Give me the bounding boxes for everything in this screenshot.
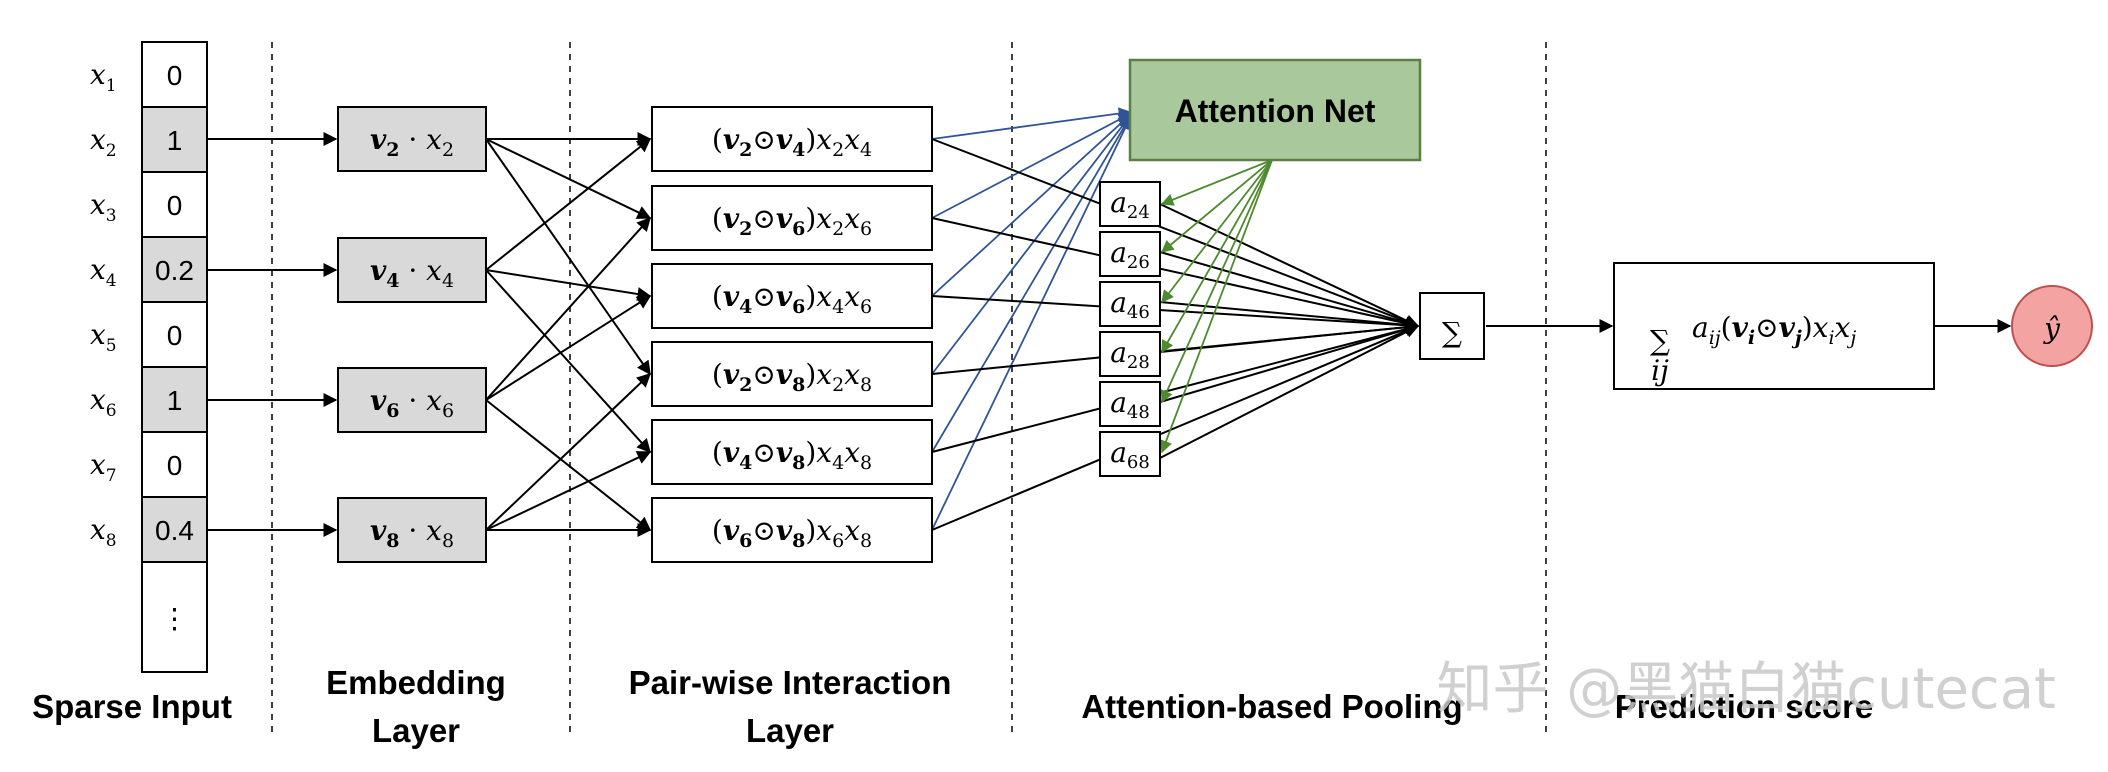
interaction-expression: (v2⊙v4)x2x4 xyxy=(712,123,872,161)
interaction-layer: (v2⊙v4)x2x4 (v2⊙v6)x2x6 (v4⊙v6)x4x6 (v2⊙v8)… xyxy=(651,106,933,563)
section-dividers xyxy=(271,42,1547,738)
input-value: 0 xyxy=(167,190,183,221)
interaction-to-attention-edges xyxy=(931,107,1132,531)
attention-net: Attention Net xyxy=(1128,58,1422,162)
label-interaction-line2: Layer xyxy=(746,712,834,749)
sum-symbol: ∑ xyxy=(1442,316,1462,349)
interaction-expression: (v2⊙v8)x2x8 xyxy=(712,358,872,396)
input-value: 1 xyxy=(167,125,183,156)
input-ellipsis: ⋮ xyxy=(161,602,189,635)
input-value: 0 xyxy=(167,320,183,351)
input-row: 0.4 x8 xyxy=(90,496,208,563)
embedding-expression: v4 · x4 xyxy=(370,254,454,292)
input-row: 0 x3 xyxy=(90,171,208,238)
interaction-box: (v2⊙v6)x2x6 xyxy=(651,185,933,251)
input-variable-label: x5 xyxy=(90,318,117,356)
attention-to-weight-edges xyxy=(1160,159,1273,454)
input-cell xyxy=(141,41,208,108)
input-cell xyxy=(141,106,208,173)
label-pooling: Attention-based Pooling xyxy=(1081,688,1462,725)
attention-weight-box: a28 xyxy=(1099,331,1161,377)
input-row: 0 x5 xyxy=(90,301,208,368)
prediction-formula: ∑ ij aij(vi⊙vj)xixj xyxy=(1613,262,1935,390)
attention-weight-label: a48 xyxy=(1110,386,1150,423)
output-node: ŷ xyxy=(2011,285,2093,367)
embedding-box: v6 · x6 xyxy=(337,367,487,433)
input-value: 0.2 xyxy=(155,255,194,286)
input-cell xyxy=(141,496,208,563)
attention-weight-box: a48 xyxy=(1099,381,1161,427)
embedding-layer: v2 · x2 v4 · x4 v6 · x6 v8 · x8 xyxy=(337,106,487,563)
input-row: 1 x2 xyxy=(90,106,208,173)
input-row: 0 x1 xyxy=(90,41,208,108)
attention-weights: a24 a26 a46 a28 a48 a68 xyxy=(1099,181,1161,477)
attention-weight-box: a24 xyxy=(1099,181,1161,227)
input-row: 1 x6 xyxy=(90,366,208,433)
formula-sum-subscript: ij xyxy=(1651,354,1669,387)
input-variable-label: x1 xyxy=(90,58,117,96)
embedding-box: v2 · x2 xyxy=(337,106,487,172)
interaction-box: (v6⊙v8)x6x8 xyxy=(651,497,933,563)
input-value: 0 xyxy=(167,60,183,91)
attention-weight-label: a24 xyxy=(1110,186,1150,223)
input-to-embedding-edges xyxy=(207,132,338,537)
input-variable-label: x7 xyxy=(90,448,117,486)
label-prediction: Prediction score xyxy=(1615,688,1874,725)
input-variable-label: x8 xyxy=(90,513,117,551)
input-ellipsis-cell xyxy=(141,561,208,673)
label-embedding-line2: Layer xyxy=(372,712,460,749)
section-labels: Sparse Input Embedding Layer Pair-wise I… xyxy=(32,664,1873,749)
interaction-expression: (v6⊙v8)x6x8 xyxy=(712,514,872,552)
interaction-box: (v4⊙v6)x4x6 xyxy=(651,263,933,329)
attention-weight-box: a46 xyxy=(1099,281,1161,327)
input-variable-label: x4 xyxy=(90,253,117,291)
input-row: 0.2 x4 xyxy=(90,236,208,303)
attention-weight-box: a68 xyxy=(1099,431,1161,477)
input-variable-label: x3 xyxy=(90,188,117,226)
interaction-expression: (v2⊙v6)x2x6 xyxy=(712,202,872,240)
interaction-box: (v2⊙v4)x2x4 xyxy=(651,106,933,172)
input-cell xyxy=(141,431,208,498)
input-value: 0 xyxy=(167,450,183,481)
output-symbol: ŷ xyxy=(2042,312,2061,345)
attention-weight-label: a46 xyxy=(1110,286,1150,323)
attention-weight-label: a68 xyxy=(1110,436,1150,473)
interaction-to-sum-edges xyxy=(931,138,1420,531)
attention-net-label: Attention Net xyxy=(1175,93,1376,129)
input-cell xyxy=(141,171,208,238)
attention-weight-label: a26 xyxy=(1110,236,1150,273)
watermark: 知乎 @黑猫白猫cutecat xyxy=(1436,657,2056,722)
sum-node: ∑ xyxy=(1419,292,1485,360)
embedding-box: v4 · x4 xyxy=(337,237,487,303)
input-value: 0.4 xyxy=(155,515,194,546)
interaction-box: (v4⊙v8)x4x8 xyxy=(651,419,933,485)
attention-weight-box: a26 xyxy=(1099,231,1161,277)
input-cell xyxy=(141,366,208,433)
sparse-input-column: 0 x1 1 x2 0 x3 0.2 x4 0 x5 1 x6 0 x7 0.4 x8 ⋮ xyxy=(90,41,208,673)
label-sparse-input: Sparse Input xyxy=(32,688,232,725)
formula-expression: aij(vi⊙vj)xixj xyxy=(1692,311,1856,349)
interaction-box: (v2⊙v8)x2x8 xyxy=(651,341,933,407)
formula-sum-symbol: ∑ xyxy=(1650,324,1670,357)
label-interaction-line1: Pair-wise Interaction xyxy=(629,664,952,701)
attention-weight-label: a28 xyxy=(1110,336,1150,373)
embedding-to-interaction-edges xyxy=(485,132,652,537)
embedding-expression: v6 · x6 xyxy=(370,384,454,422)
embedding-expression: v2 · x2 xyxy=(370,123,454,161)
input-row: 0 x7 xyxy=(90,431,208,498)
input-cell xyxy=(141,301,208,368)
input-value: 1 xyxy=(167,385,183,416)
input-variable-label: x2 xyxy=(90,123,117,161)
interaction-expression: (v4⊙v6)x4x6 xyxy=(712,280,872,318)
embedding-expression: v8 · x8 xyxy=(370,514,454,552)
input-cell xyxy=(141,236,208,303)
input-variable-label: x6 xyxy=(90,383,117,421)
label-embedding-line1: Embedding xyxy=(326,664,506,701)
embedding-box: v8 · x8 xyxy=(337,497,487,563)
interaction-expression: (v4⊙v8)x4x8 xyxy=(712,436,872,474)
